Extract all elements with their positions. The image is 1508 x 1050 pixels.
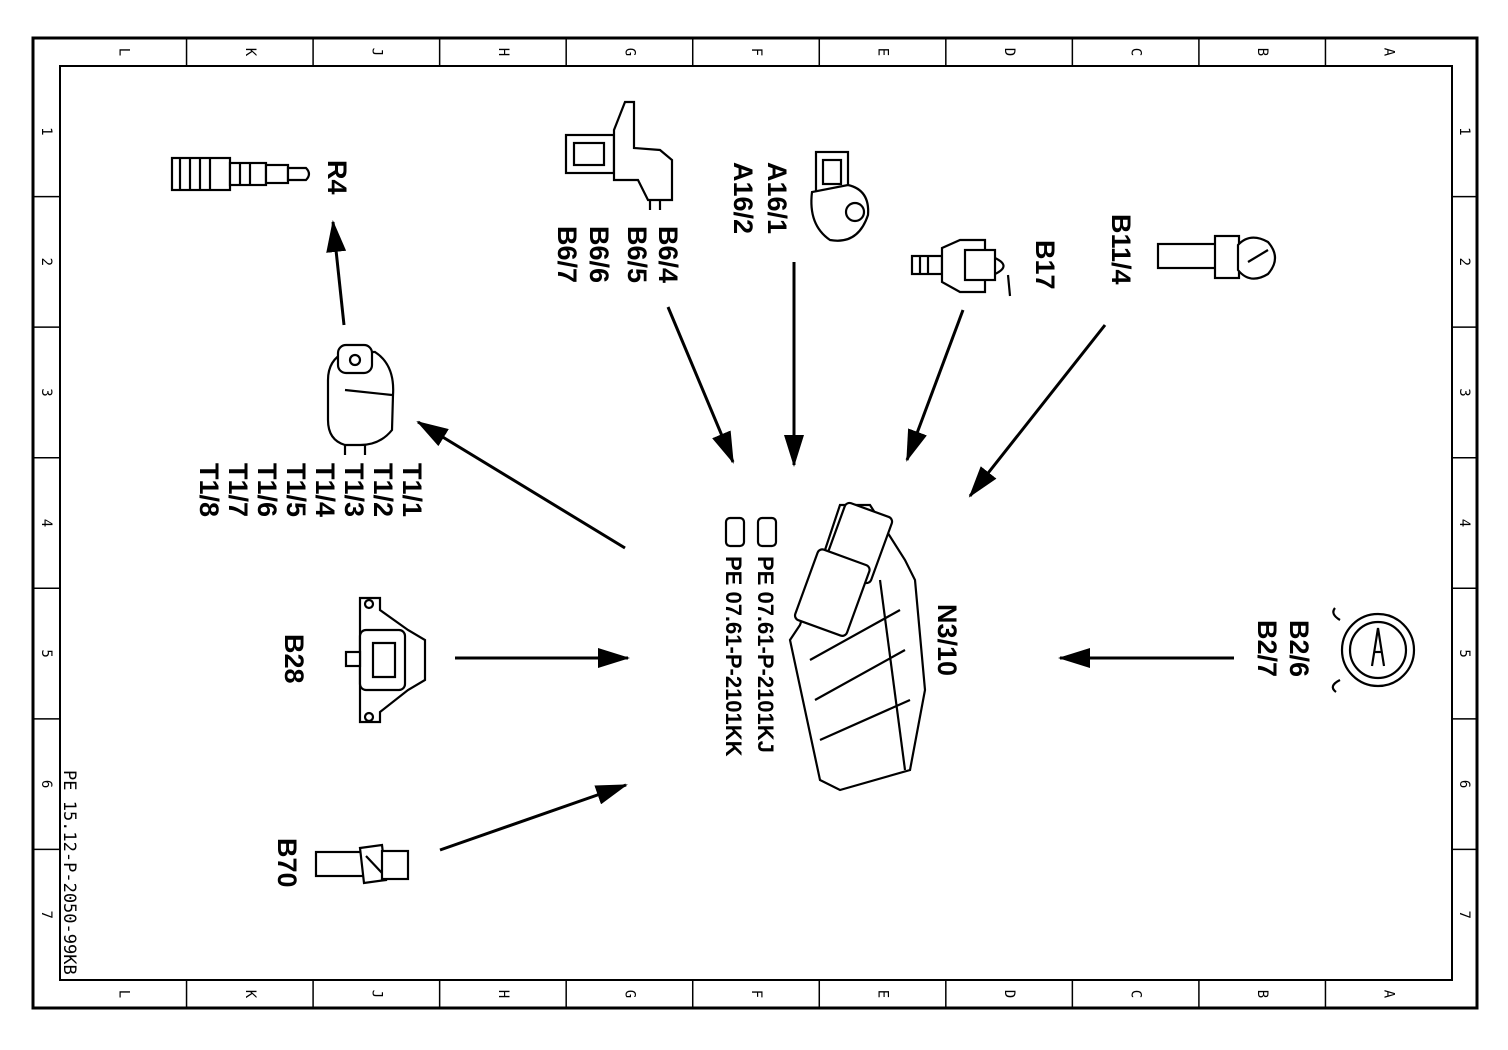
- label-r4: R4: [322, 160, 352, 195]
- zone-row-left-4: 4: [38, 519, 54, 527]
- label-b17: B17: [1030, 240, 1060, 290]
- label-b2-group: B2/6 B2/7: [1252, 620, 1314, 677]
- label-b6-5: B6/5: [622, 226, 652, 283]
- label-b2-6: B2/6: [1284, 620, 1314, 677]
- zone-col-bottom-l: L: [115, 990, 131, 998]
- label-b2-7: B2/7: [1252, 620, 1282, 677]
- temperature-sensor-icon: [910, 238, 1012, 297]
- label-t1-8: T1/8: [194, 463, 224, 517]
- coolant-sensor-icon: [1156, 234, 1277, 280]
- zone-col-bottom-a: A: [1381, 990, 1397, 999]
- zone-col-top-e: E: [875, 48, 891, 56]
- zone-row-right-1: 1: [1456, 127, 1472, 135]
- zone-col-top-a: A: [1381, 48, 1397, 57]
- label-b6-7: B6/7: [552, 226, 582, 283]
- zone-row-right-3: 3: [1456, 388, 1472, 396]
- zone-row-right-7: 7: [1456, 910, 1472, 918]
- ignition-coil-icon: [326, 343, 395, 455]
- zone-row-right-4: 4: [1456, 519, 1472, 527]
- zone-row-left-5: 5: [38, 649, 54, 657]
- label-t1-7: T1/7: [223, 463, 253, 517]
- label-b70: B70: [272, 838, 302, 888]
- zone-row-right-6: 6: [1456, 780, 1472, 788]
- zone-col-top-j: J: [368, 48, 384, 56]
- zone-col-bottom-j: J: [368, 990, 384, 998]
- pointing-hand-icon: [724, 516, 778, 548]
- zone-col-bottom-k: K: [242, 990, 258, 999]
- arrows: [326, 220, 1234, 852]
- air-mass-sensor-icon: [1331, 607, 1416, 693]
- label-t1-3: T1/3: [339, 463, 369, 517]
- label-a16-2: A16/2: [728, 162, 758, 234]
- camshaft-sensor-icon: [564, 100, 674, 210]
- zone-col-top-g: G: [621, 48, 637, 56]
- arrow-to-t1: [416, 420, 626, 550]
- label-t1-2: T1/2: [368, 463, 398, 517]
- label-b28: B28: [279, 634, 309, 684]
- zone-col-top-l: L: [115, 48, 131, 56]
- zone-col-bottom-f: F: [748, 990, 764, 998]
- zone-col-bottom-e: E: [875, 990, 891, 998]
- label-n3-10: N3/10: [932, 604, 962, 676]
- label-b6-6: B6/6: [584, 226, 614, 283]
- spark-plug-icon: [170, 156, 311, 192]
- zone-col-top-k: K: [242, 48, 258, 57]
- knock-sensor-icon: [810, 150, 870, 242]
- zone-row-left-3: 3: [38, 388, 54, 396]
- zone-col-top-h: H: [495, 48, 511, 56]
- label-t1-group: T1/1 T1/2 T1/3 T1/4 T1/5 T1/6 T1/7 T1/8: [194, 463, 427, 517]
- zone-col-bottom-b: B: [1254, 990, 1270, 998]
- label-t1-6: T1/6: [252, 463, 282, 517]
- zone-row-left-2: 2: [38, 258, 54, 266]
- label-t1-4: T1/4: [310, 463, 340, 517]
- zone-col-top-f: F: [748, 48, 764, 56]
- zone-col-bottom-d: D: [1001, 990, 1017, 998]
- arrow-from-b11-4: [968, 324, 1107, 498]
- zone-col-bottom-h: H: [495, 990, 511, 998]
- zone-row-right-2: 2: [1456, 258, 1472, 266]
- reference-2: PE 07.61-P-2101KK: [721, 556, 746, 757]
- document-id: PE 15.12-P-2050-99KB: [59, 770, 79, 975]
- label-t1-5: T1/5: [281, 463, 311, 517]
- label-t1-1: T1/1: [397, 463, 427, 517]
- control-unit-icon: [788, 501, 927, 792]
- arrow-from-b17: [905, 309, 965, 462]
- crankshaft-sensor-icon: [314, 843, 410, 885]
- zone-col-top-b: B: [1254, 48, 1270, 56]
- zone-col-top-c: C: [1128, 48, 1144, 56]
- pressure-sensor-icon: [344, 596, 427, 724]
- reference-1: PE 07.61-P-2101KJ: [753, 556, 778, 753]
- label-b6-group: B6/4 B6/5 B6/6 B6/7: [552, 226, 683, 283]
- zone-col-bottom-c: C: [1128, 990, 1144, 998]
- label-a16-group: A16/1 A16/2: [728, 162, 792, 234]
- label-b6-4: B6/4: [653, 226, 683, 283]
- label-b11-4: B11/4: [1106, 214, 1136, 285]
- arrow-to-r4: [326, 220, 347, 326]
- zone-col-bottom-g: G: [621, 990, 637, 998]
- zone-row-left-7: 7: [38, 910, 54, 918]
- arrow-from-b70: [439, 783, 628, 852]
- zone-row-left-1: 1: [38, 127, 54, 135]
- arrow-from-b6: [666, 306, 735, 464]
- zone-row-right-5: 5: [1456, 649, 1472, 657]
- zone-col-top-d: D: [1001, 48, 1017, 56]
- label-a16-1: A16/1: [762, 162, 792, 234]
- reference-group: PE 07.61-P-2101KJ PE 07.61-P-2101KK: [721, 516, 778, 757]
- zone-row-left-6: 6: [38, 780, 54, 788]
